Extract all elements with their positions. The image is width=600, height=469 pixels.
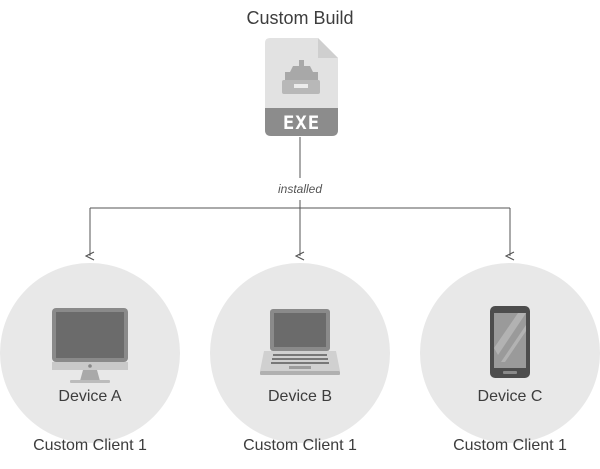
device-c-node bbox=[420, 263, 600, 443]
device-c-label: Device C bbox=[477, 388, 543, 405]
gear-icon bbox=[282, 60, 320, 94]
device-b-node bbox=[210, 263, 390, 443]
installed-edge-label: installed bbox=[277, 182, 323, 196]
device-c-client-label: Custom Client 1 bbox=[453, 437, 567, 454]
exe-file-icon: EXE bbox=[265, 38, 338, 136]
laptop-icon bbox=[260, 309, 340, 375]
device-a-label: Device A bbox=[58, 388, 122, 405]
desktop-monitor-icon bbox=[52, 308, 128, 383]
connector-lines bbox=[90, 137, 510, 256]
smartphone-icon bbox=[490, 306, 530, 378]
device-a-client-label: Custom Client 1 bbox=[33, 437, 147, 454]
device-a-node bbox=[0, 263, 180, 443]
device-b-client-label: Custom Client 1 bbox=[243, 437, 357, 454]
diagram-title: Custom Build bbox=[246, 8, 354, 28]
device-b-label: Device B bbox=[267, 388, 333, 405]
exe-badge-text: EXE bbox=[283, 112, 320, 134]
